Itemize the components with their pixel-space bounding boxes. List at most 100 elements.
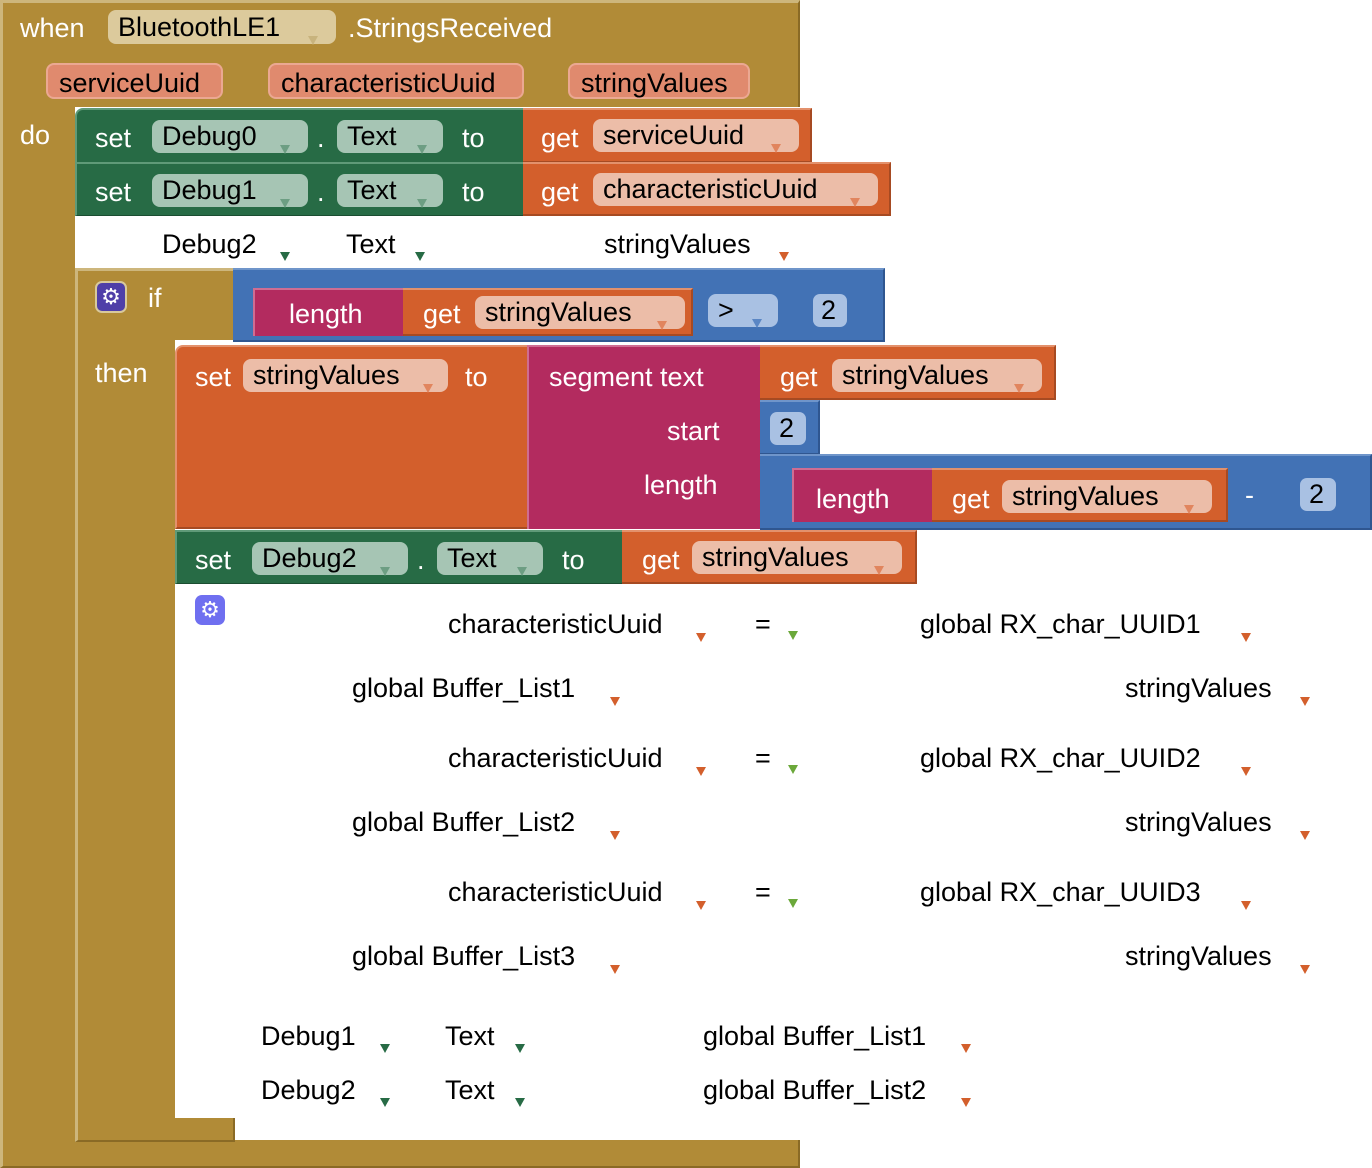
component-dropdown[interactable]: BluetoothLE1 xyxy=(108,10,336,45)
subtract-block[interactable]: length get stringValues - 2 xyxy=(760,454,1372,530)
length-label: length xyxy=(289,299,363,329)
chevron-down-icon xyxy=(308,23,318,50)
number-field[interactable]: 2 xyxy=(813,294,847,327)
variable-dropdown[interactable]: characteristicUuid xyxy=(593,173,878,207)
dot-label: . xyxy=(317,177,325,207)
property-dropdown[interactable]: Text xyxy=(437,542,543,576)
chevron-down-icon[interactable] xyxy=(696,754,706,781)
variable-name: global Buffer_List1 xyxy=(703,1021,927,1051)
component-name: Debug1 xyxy=(162,175,257,205)
variable-dropdown[interactable]: stringValues xyxy=(692,541,902,575)
chevron-down-icon[interactable] xyxy=(1300,684,1310,711)
chevron-down-icon xyxy=(771,131,781,158)
chevron-down-icon[interactable] xyxy=(788,752,798,779)
mutator-gear-icon[interactable]: ⚙ xyxy=(95,281,127,313)
start-label: start xyxy=(667,416,720,446)
chevron-down-icon[interactable] xyxy=(1300,818,1310,845)
set-label: set xyxy=(195,545,232,575)
number-field[interactable]: 2 xyxy=(1300,478,1336,511)
do-label: do xyxy=(20,120,51,150)
param-serviceUuid[interactable]: serviceUuid xyxy=(46,63,223,99)
param-stringValues[interactable]: stringValues xyxy=(568,63,750,99)
chevron-down-icon xyxy=(1014,371,1024,398)
property-name: Text xyxy=(347,121,397,151)
chevron-down-icon[interactable] xyxy=(610,952,620,979)
chevron-down-icon[interactable] xyxy=(696,888,706,915)
variable-dropdown[interactable]: stringValues xyxy=(243,359,448,393)
get-label: get xyxy=(541,123,579,153)
canvas-background xyxy=(800,0,1372,1168)
variable-name: global RX_char_UUID2 xyxy=(920,743,1201,773)
get-stringValues-block[interactable]: get stringValues xyxy=(622,530,917,584)
number-value: 2 xyxy=(1309,479,1325,509)
if-block-bottom xyxy=(75,1118,235,1142)
chevron-down-icon[interactable] xyxy=(415,239,425,266)
event-block-bottom xyxy=(0,1140,800,1168)
dot-label: . xyxy=(417,545,425,575)
chevron-down-icon[interactable] xyxy=(788,618,798,645)
get-stringValues-block[interactable]: get stringValues xyxy=(932,468,1228,522)
dot-label: . xyxy=(317,123,325,153)
get-label: get xyxy=(952,484,990,514)
chevron-down-icon[interactable] xyxy=(1241,888,1251,915)
component-dropdown[interactable]: Debug1 xyxy=(152,174,308,208)
ghost-set-debug2-block[interactable]: Debug2 Text stringValues xyxy=(75,216,800,270)
chevron-down-icon[interactable] xyxy=(1300,952,1310,979)
set-debug0-block[interactable]: set Debug0 . Text to xyxy=(75,108,525,163)
set-label: set xyxy=(95,123,132,153)
length-block[interactable]: length xyxy=(792,468,937,522)
chevron-down-icon[interactable] xyxy=(610,818,620,845)
number-field[interactable]: 2 xyxy=(770,412,806,445)
get-stringValues-block[interactable]: get stringValues xyxy=(760,345,1056,400)
chevron-down-icon xyxy=(517,554,527,581)
chevron-down-icon[interactable] xyxy=(280,239,290,266)
component-name: Debug2 xyxy=(162,229,257,259)
component-dropdown[interactable]: Debug0 xyxy=(152,120,308,154)
variable-name: characteristicUuid xyxy=(448,609,663,639)
length-label: length xyxy=(816,484,890,514)
property-name: Text xyxy=(447,543,497,573)
property-dropdown[interactable]: Text xyxy=(337,174,443,208)
chevron-down-icon[interactable] xyxy=(779,239,789,266)
get-serviceUuid-block[interactable]: get serviceUuid xyxy=(523,108,812,163)
chevron-down-icon[interactable] xyxy=(1241,620,1251,647)
set-debug1-block[interactable]: set Debug1 . Text to xyxy=(75,162,525,216)
segment-text-label: segment text xyxy=(549,362,704,392)
variable-dropdown[interactable]: stringValues xyxy=(832,359,1042,393)
operator-dropdown[interactable]: > xyxy=(708,294,778,328)
set-stringValues-block[interactable]: set stringValues to xyxy=(175,345,530,529)
variable-name: global Buffer_List2 xyxy=(352,807,576,837)
component-dropdown[interactable]: Debug2 xyxy=(252,542,408,576)
mutator-gear-icon[interactable]: ⚙ xyxy=(195,595,225,625)
property-dropdown[interactable]: Text xyxy=(337,120,443,154)
chevron-down-icon[interactable] xyxy=(610,684,620,711)
chevron-down-icon[interactable] xyxy=(1241,754,1251,781)
chevron-down-icon[interactable] xyxy=(515,1031,525,1058)
when-label: when xyxy=(20,13,85,43)
variable-dropdown[interactable]: stringValues xyxy=(475,296,685,330)
get-label: get xyxy=(642,545,680,575)
segment-text-block[interactable]: segment text start length xyxy=(527,345,762,529)
chevron-down-icon[interactable] xyxy=(696,620,706,647)
chevron-down-icon[interactable] xyxy=(515,1085,525,1112)
compare-block[interactable]: length get stringValues > 2 xyxy=(233,268,885,342)
set-label: set xyxy=(195,362,232,392)
chevron-down-icon[interactable] xyxy=(961,1031,971,1058)
get-characteristicUuid-block[interactable]: get characteristicUuid xyxy=(523,162,891,216)
variable-name: stringValues xyxy=(702,542,849,572)
get-stringValues-block[interactable]: get stringValues xyxy=(403,288,693,336)
chevron-down-icon[interactable] xyxy=(380,1085,390,1112)
number-block-start[interactable]: 2 xyxy=(760,400,820,455)
length-block[interactable]: length xyxy=(253,288,408,336)
chevron-down-icon[interactable] xyxy=(380,1031,390,1058)
set-debug2-block[interactable]: set Debug2 . Text to xyxy=(175,530,625,584)
variable-name: stringValues xyxy=(1125,807,1272,837)
variable-dropdown[interactable]: serviceUuid xyxy=(593,119,799,153)
chevron-down-icon xyxy=(752,306,762,333)
param-characteristicUuid[interactable]: characteristicUuid xyxy=(268,63,524,99)
chevron-down-icon[interactable] xyxy=(961,1085,971,1112)
chevron-down-icon[interactable] xyxy=(788,886,798,913)
variable-dropdown[interactable]: stringValues xyxy=(1002,480,1212,514)
variable-name: stringValues xyxy=(253,360,400,390)
variable-name: stringValues xyxy=(485,297,632,327)
